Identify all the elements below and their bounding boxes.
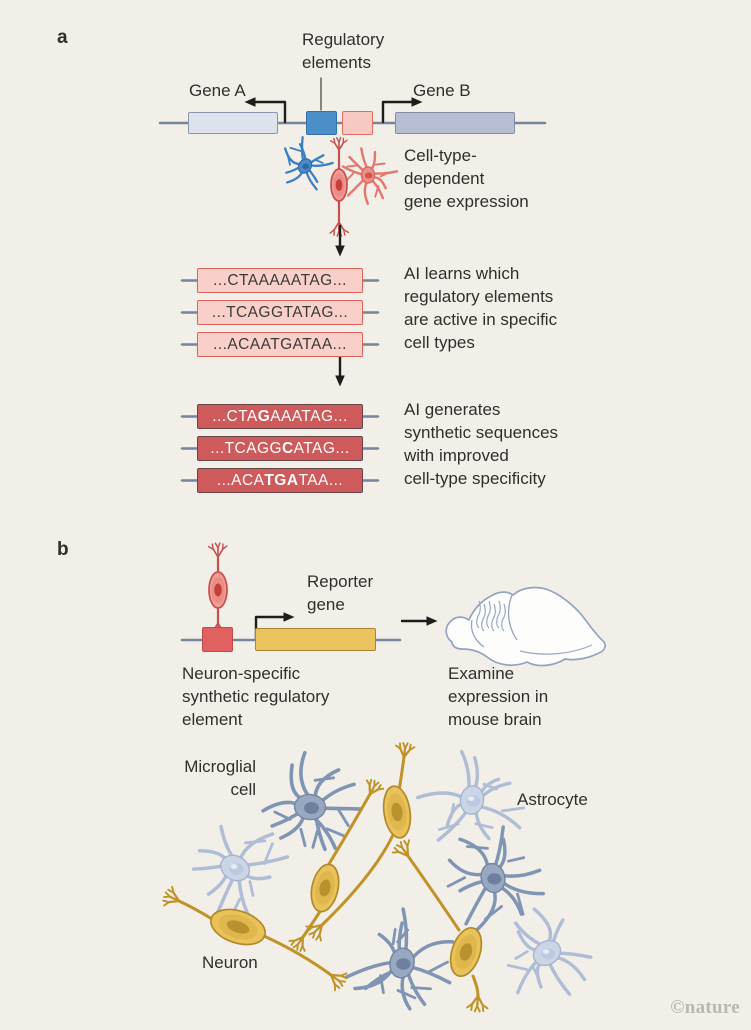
reporter-gene-label: Reporter gene [307, 572, 374, 614]
regulatory-element-blue-box [306, 111, 337, 135]
ai-generates-caption: AI generates synthetic sequences with im… [404, 400, 559, 488]
sequence-text: ...TCAGGTATAG... [211, 303, 349, 321]
sequence-text: ...TCAGG [210, 439, 282, 457]
mouse-brain-icon [445, 586, 606, 667]
regulatory-elements-label: Regulatory elements [302, 30, 385, 72]
sequence-text: TAA... [298, 471, 344, 489]
reporter-neuron-icon [207, 542, 230, 640]
flow-arrow-down-1 [335, 224, 345, 257]
neuron-icon [305, 742, 416, 942]
neuron-icon [288, 778, 385, 952]
sequence-stub-lines-red [180, 415, 380, 482]
construct-caption: Neuron-specific synthetic regulatory ele… [182, 664, 330, 729]
microglial-cell-icon [261, 750, 363, 852]
sequence-text: ...ACAATGATAA... [213, 335, 347, 353]
transcription-arrow-gene-b [381, 97, 423, 124]
learned-sequence-box: ...TCAGGTATAG... [197, 300, 363, 325]
astrocyte-icon [506, 907, 593, 996]
transcription-arrow-gene-a [244, 97, 287, 124]
blue-glial-cell-icon [283, 136, 334, 191]
panel-a-label: a [57, 27, 68, 48]
panel-b-label: b [57, 539, 69, 560]
sequence-text: ...CTAAAAATAG... [213, 271, 347, 289]
ai-learns-caption: AI learns which regulatory elements are … [404, 264, 558, 352]
nature-credit: ©nature [670, 997, 740, 1018]
microglial-cell-label: Microglial cell [184, 757, 256, 799]
sequence-text: ...CTA [212, 407, 258, 425]
sequence-text: AAATAG... [270, 407, 348, 425]
synthetic-regulatory-element-box [202, 627, 233, 652]
neuron-icon [391, 839, 489, 1013]
gene-a-label: Gene A [189, 81, 246, 100]
gene-b-label: Gene B [413, 81, 471, 100]
examine-caption: Examine expression in mouse brain [448, 664, 549, 729]
microglial-cell-icon [344, 907, 455, 1011]
flow-arrow-down-2 [335, 355, 345, 387]
gene-a-box [188, 112, 278, 134]
mutated-base: C [282, 439, 294, 457]
microglial-cell-icon [446, 825, 546, 932]
mutated-base: G [257, 407, 271, 425]
flow-arrow-to-brain [400, 616, 438, 626]
mutated-base: TGA [264, 471, 299, 489]
reporter-gene-box [255, 628, 376, 651]
red-neuron-icon [329, 136, 350, 237]
red-glial-cell-icon [341, 147, 399, 205]
sequence-text: ATAG... [293, 439, 350, 457]
sequence-stub-lines-pink [180, 279, 380, 346]
neuron-icon [162, 885, 348, 992]
cell-type-caption: Cell-type- dependent gene expression [404, 146, 529, 211]
learned-sequence-box: ...CTAAAAATAG... [197, 268, 363, 293]
gene-b-box [395, 112, 515, 134]
astrocyte-label: Astrocyte [517, 790, 588, 809]
astrocyte-icon [191, 824, 290, 923]
learned-sequence-box: ...ACAATGATAA... [197, 332, 363, 357]
astrocyte-icon [415, 749, 526, 842]
sequence-text: ...ACA [216, 471, 265, 489]
neuron-label: Neuron [202, 953, 258, 972]
regulatory-element-pink-box [342, 111, 373, 135]
